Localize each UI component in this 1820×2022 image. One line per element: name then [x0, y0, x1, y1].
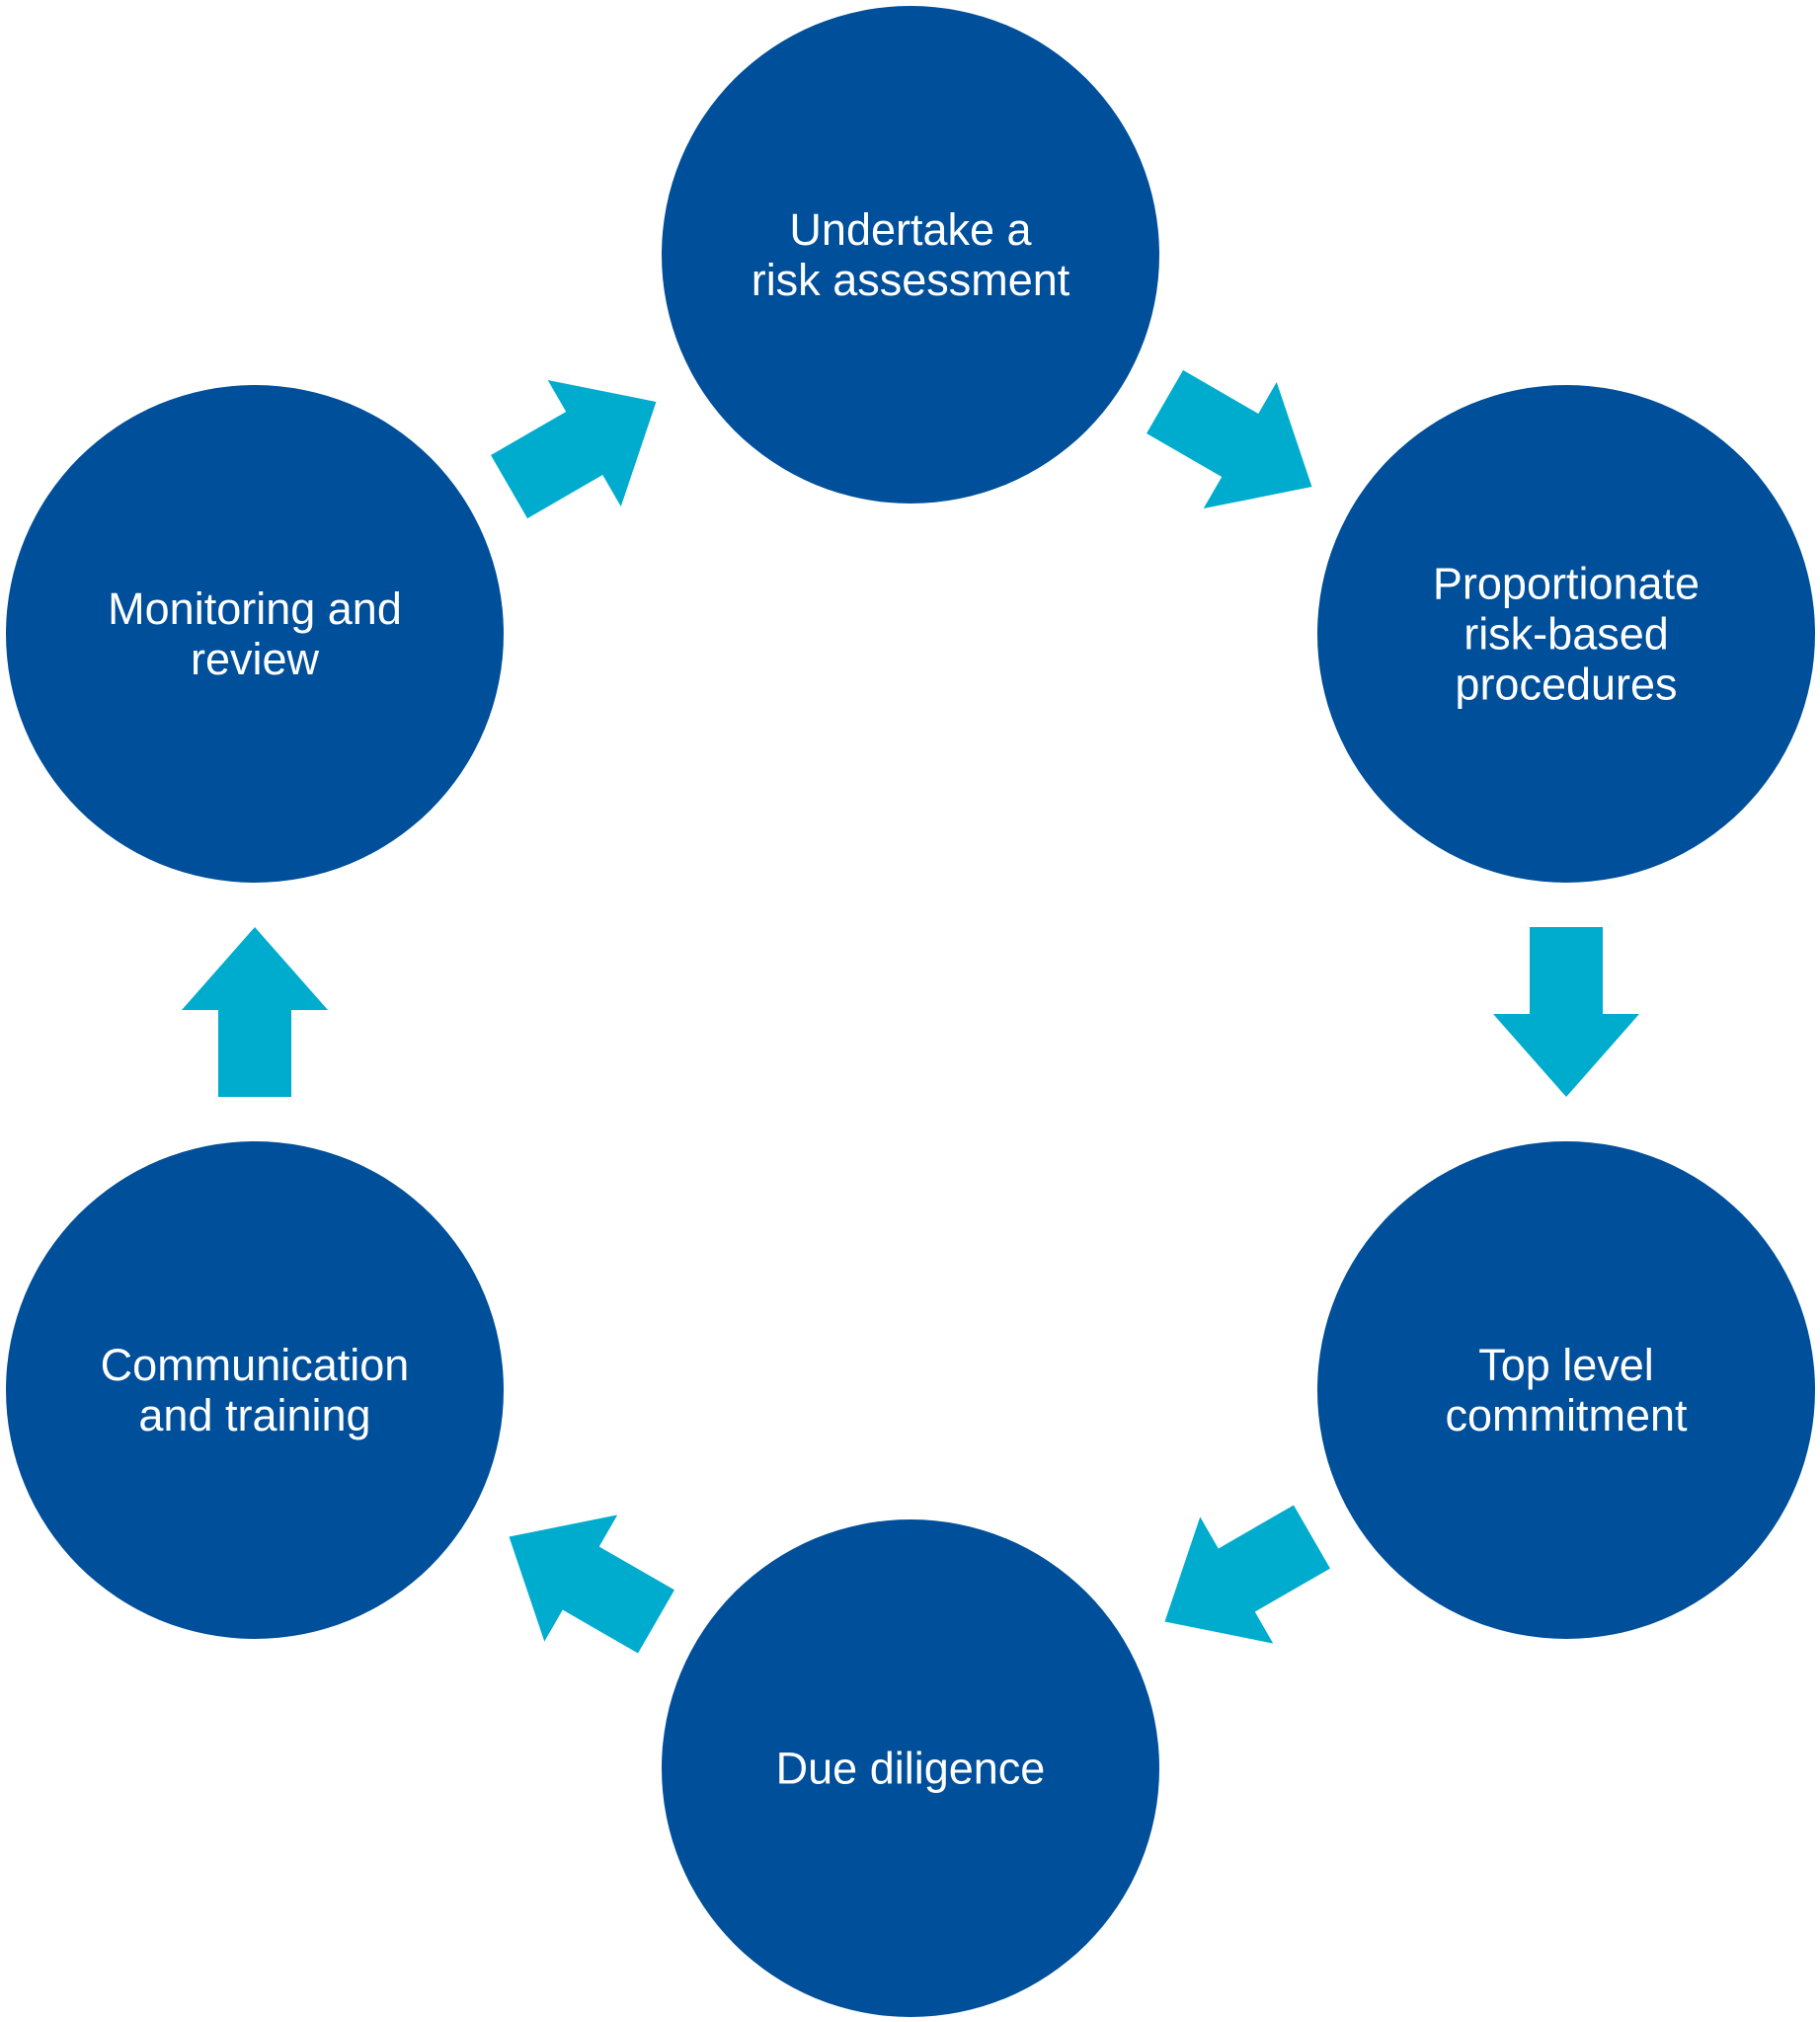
arrow-icon [182, 927, 328, 1097]
arrow-icon [509, 1515, 674, 1654]
step-label-line: review [191, 634, 320, 684]
step-label-line: Monitoring and [108, 583, 402, 634]
step-label-line: Due diligence [776, 1744, 1046, 1794]
arrow-icon [491, 379, 657, 519]
step-label-line: Proportionate [1433, 559, 1700, 609]
step-label-line: risk assessment [752, 255, 1070, 305]
arrow-icon [1164, 1505, 1330, 1644]
arrow-icon [1147, 369, 1312, 509]
step-circle [6, 1141, 504, 1639]
step-label-line: Communication [101, 1340, 410, 1390]
step-label-line: risk-based [1464, 609, 1669, 660]
step-due-diligence: Due diligence [662, 1519, 1159, 2017]
arrow-icon [1493, 927, 1639, 1097]
step-circle [662, 6, 1159, 504]
step-label-line: Undertake a [789, 204, 1032, 255]
arrows-layer [182, 369, 1639, 1654]
step-label-line: Top level [1478, 1340, 1654, 1390]
step-circle [662, 1519, 1159, 2017]
step-label-line: procedures [1455, 660, 1677, 710]
step-circle [1317, 385, 1815, 883]
step-label-line: and training [138, 1390, 370, 1440]
step-label-line: commitment [1445, 1390, 1688, 1440]
step-circle [6, 385, 504, 883]
step-circle [1317, 1141, 1815, 1639]
